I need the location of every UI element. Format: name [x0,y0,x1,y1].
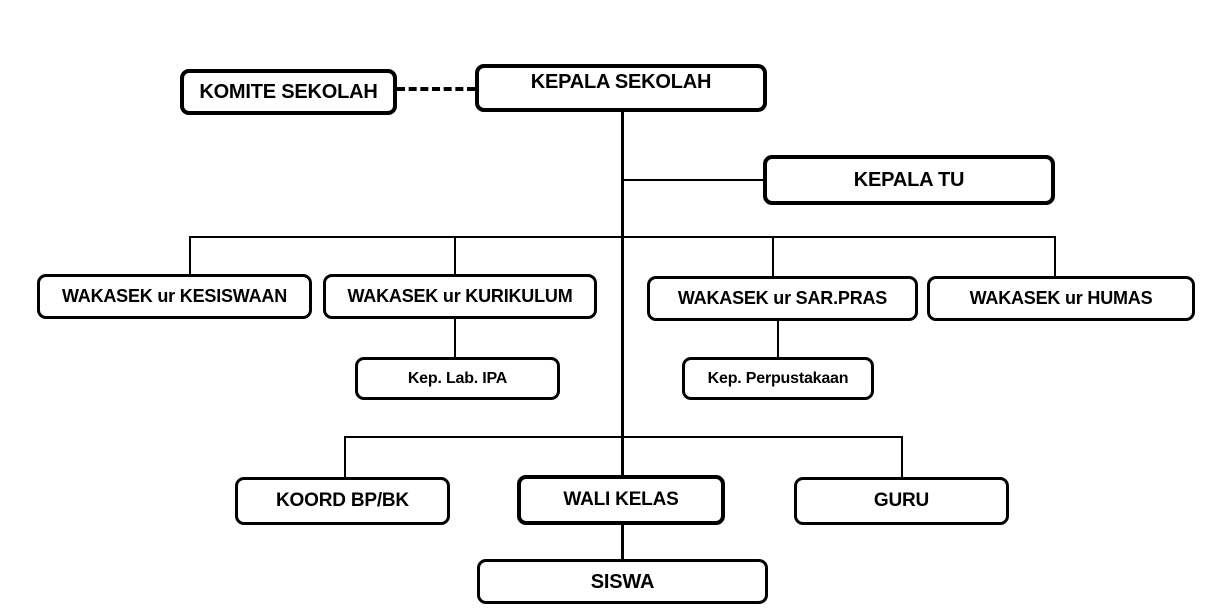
trunk-connector-line [621,112,624,559]
guru-drop-line [901,436,903,477]
node-wakasek-kesiswaan: WAKASEK ur KESISWAAN [37,274,312,319]
node-komite-sekolah: KOMITE SEKOLAH [180,69,397,115]
node-wakasek-kurikulum: WAKASEK ur KURIKULUM [323,274,597,319]
kesiswaan-drop-line [189,236,191,274]
node-kep-lab-ipa: Kep. Lab. IPA [355,357,560,400]
node-wali-kelas: WALI KELAS [517,475,725,525]
node-kepala-tu: KEPALA TU [763,155,1055,205]
perpustakaan-drop-line [777,321,779,357]
komite-dashed-connector-line [397,87,475,91]
sarpras-drop-line [772,236,774,276]
wakasek-row-connector-line [189,236,1056,238]
node-koord-bp-bk: KOORD BP/BK [235,477,450,525]
humas-drop-line [1054,236,1056,276]
lower-row-connector-line [344,436,903,438]
node-kepala-sekolah: KEPALA SEKOLAH [475,64,767,112]
koord-drop-line [344,436,346,477]
kepala-tu-connector-line [622,179,765,181]
lab-ipa-drop-line [454,319,456,357]
node-siswa: SISWA [477,559,768,604]
node-wakasek-sarpras: WAKASEK ur SAR.PRAS [647,276,918,321]
node-guru: GURU [794,477,1009,525]
node-kep-perpustakaan: Kep. Perpustakaan [682,357,874,400]
node-wakasek-humas: WAKASEK ur HUMAS [927,276,1195,321]
kurikulum-drop-line [454,236,456,274]
